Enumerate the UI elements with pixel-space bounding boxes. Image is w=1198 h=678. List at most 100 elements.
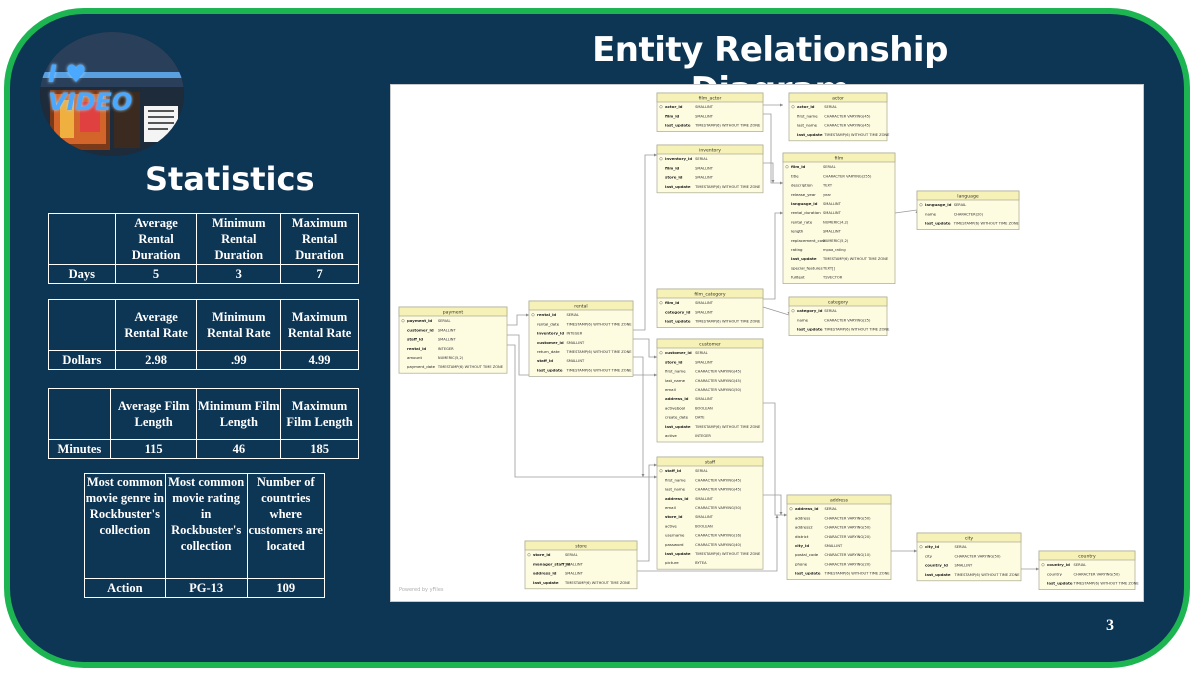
relationship-line (763, 212, 783, 300)
column-name: activebool (665, 405, 685, 410)
primary-key-icon (919, 203, 923, 207)
column-type: BOOLEAN (695, 406, 713, 410)
column-type: SMALLINT (695, 360, 714, 364)
column-name: film_id (665, 300, 680, 305)
relationship-line (507, 344, 657, 478)
column-name: store_id (665, 359, 683, 364)
column-type: TIMESTAMP(6) WITHOUT TIME ZONE (565, 350, 632, 354)
relationship-line (763, 494, 782, 515)
column-type: SERIAL (438, 319, 451, 323)
value-cell: 115 (109, 439, 198, 459)
column-type: SERIAL (824, 309, 837, 313)
table-body (782, 152, 896, 284)
primary-key-icon (659, 105, 663, 109)
column-type: TIMESTAMP(6) WITHOUT TIME ZONE (953, 573, 1020, 577)
column-type: TIMESTAMP(6) WITHOUT TIME ZONE (823, 133, 890, 137)
column-type: CHARACTER VARYING(45) (695, 478, 742, 482)
primary-key-icon (791, 309, 795, 313)
value-cell: 2.98 (114, 350, 198, 370)
erd-footer: Powered by yFiles (399, 587, 444, 593)
column-name: last_update (533, 580, 559, 585)
header-cell: Most common movie rating in Rockbuster's… (164, 473, 248, 579)
rating-header-text: Most common movie rating in Rockbuster's… (168, 475, 245, 553)
column-name: rental_duration (791, 210, 821, 215)
column-name: language_id (925, 202, 952, 207)
column-type: CHARACTER VARYING(20) (824, 535, 871, 539)
column-type: SERIAL (823, 165, 836, 169)
header-cell: Minimum Rental Duration (196, 213, 282, 265)
value-cell: .99 (196, 350, 282, 370)
column-name: release_year (791, 192, 816, 197)
column-name: category_id (797, 308, 823, 313)
column-type: TEXT[] (822, 266, 835, 270)
column-type: NUMERIC(5,2) (438, 356, 464, 360)
column-name: address_id (665, 496, 689, 501)
table-header (916, 532, 1022, 543)
column-type: SMALLINT (565, 572, 584, 576)
column-type: TIMESTAMP(6) WITHOUT TIME ZONE (694, 320, 761, 324)
rental-duration-table: Average Rental Duration Minimum Rental D… (48, 213, 359, 284)
primary-key-icon (659, 301, 663, 305)
column-type: SMALLINT (823, 211, 842, 215)
column-type: CHARACTER VARYING(45) (824, 114, 871, 118)
column-name: picture (665, 560, 679, 565)
column-type: INTEGER (438, 347, 454, 351)
column-name: language_id (791, 201, 818, 206)
column-type: CHARACTER VARYING(45) (695, 370, 742, 374)
column-name: last_update (797, 327, 823, 332)
value-cell: 7 (280, 264, 359, 284)
column-name: return_date (537, 349, 560, 354)
column-name: customer_id (537, 340, 564, 345)
primary-key-icon (659, 351, 663, 355)
table-corner-cell (48, 299, 116, 351)
column-name: description (791, 183, 813, 188)
relationship-line (633, 356, 644, 477)
column-name: manager_staff_id (533, 561, 571, 566)
column-type: TIMESTAMP(6) WITHOUT TIME ZONE (437, 365, 504, 369)
relationship-line (763, 402, 787, 516)
column-type: SMALLINT (695, 515, 714, 519)
primary-key-icon (919, 545, 923, 549)
table-title: payment (443, 309, 464, 315)
relationship-line (637, 515, 778, 572)
column-name: active (665, 523, 677, 528)
column-type: CHARACTER VARYING(50) (1074, 572, 1121, 576)
column-type: CHARACTER VARYING(20) (824, 562, 871, 566)
column-type: CHARACTER VARYING(45) (695, 488, 742, 492)
column-type: SMALLINT (566, 341, 585, 345)
column-type: SMALLINT (823, 202, 842, 206)
column-type: SMALLINT (695, 497, 714, 501)
column-type: SERIAL (695, 469, 708, 473)
table-header (524, 540, 638, 551)
column-type: CHARACTER VARYING(45) (695, 379, 742, 383)
column-name: customer_id (665, 350, 692, 355)
column-name: actor_id (665, 104, 683, 109)
column-name: first_name (797, 113, 818, 118)
column-type: BOOLEAN (695, 524, 713, 528)
table-title: film (835, 155, 844, 161)
table-header (1038, 550, 1136, 561)
table-header (788, 296, 888, 307)
arrowhead (526, 313, 529, 317)
column-type: CHARACTER VARYING(10) (824, 553, 871, 557)
column-type: CHARACTER VARYING(25) (824, 318, 871, 322)
column-name: first_name (665, 477, 686, 482)
column-name: address_id (533, 571, 557, 576)
table-corner-cell (48, 213, 116, 265)
value-cell: 3 (196, 264, 282, 284)
header-cell: Average Rental Duration (114, 213, 198, 265)
column-type: SMALLINT (438, 328, 457, 332)
storefront-photo-icon (40, 32, 184, 156)
column-type: SERIAL (954, 203, 967, 207)
column-name: city_id (925, 544, 939, 549)
column-type: SERIAL (565, 553, 578, 557)
column-type: CHARACTER VARYING(16) (695, 534, 742, 538)
table-header (528, 300, 634, 311)
column-type: CHARACTER VARYING(50) (695, 388, 742, 392)
value-cell: 5 (114, 264, 198, 284)
